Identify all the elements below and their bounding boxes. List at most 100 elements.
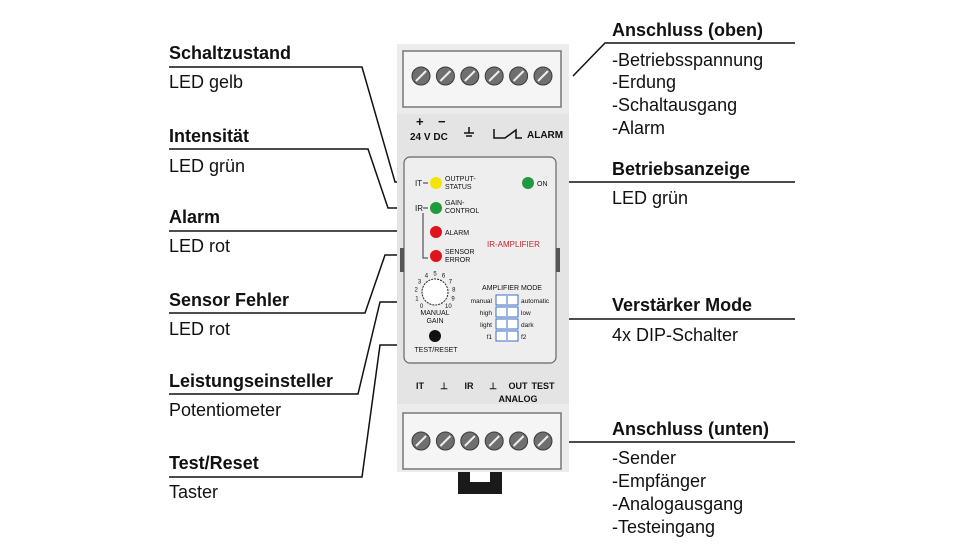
led-output-status-label-1: OUTPUT- — [445, 176, 476, 183]
label-betriebsanzeige-line-1: LED grün — [612, 188, 689, 208]
dip-right-label: f2 — [521, 334, 527, 341]
bottom-terminal-label: ⊥ — [489, 381, 497, 391]
label-sensor-fehler-title: Sensor Fehler — [169, 290, 290, 310]
screw-slot — [415, 435, 427, 447]
top-minus-label: − — [438, 114, 446, 129]
dip-right-label: low — [521, 310, 531, 317]
label-test-reset-desc: Taster — [169, 482, 219, 502]
led-gain-control-label-1: GAIN- — [445, 200, 465, 207]
dial-number: 0 — [420, 304, 424, 310]
led-output-status-label-2: STATUS — [445, 184, 472, 191]
bottom-terminal-label: ⊥ — [440, 381, 448, 391]
label-leistungseinsteller-title: Leistungseinsteller — [169, 371, 334, 391]
relay-contact-icon — [493, 128, 522, 139]
dial-number: 3 — [418, 279, 422, 285]
label-anschluss-oben-line-4: -Alarm — [612, 118, 665, 138]
ground-icon — [464, 127, 474, 137]
dip-left-label: light — [480, 322, 492, 329]
dip-right-label: automatic — [521, 298, 550, 305]
led-sensor-error-label-1: SENSOR — [445, 249, 475, 256]
led-sensor-error — [430, 250, 442, 262]
dial-number: 2 — [415, 288, 419, 294]
led-gain-control-label-2: CONTROL — [445, 208, 479, 215]
label-anschluss-unten-line-1: -Sender — [612, 448, 677, 468]
amp-mode-title: AMPLIFIER MODE — [482, 285, 542, 292]
label-test-reset-title: Test/Reset — [169, 453, 259, 473]
test-reset-label: TEST/RESET — [414, 347, 458, 354]
bottom-terminal-screws — [411, 431, 553, 451]
label-schaltzustand-title: Schaltzustand — [169, 43, 292, 63]
dial-number: 1 — [415, 296, 419, 302]
label-anschluss-oben-title: Anschluss (oben) — [612, 20, 764, 40]
bottom-terminal-label: TEST — [531, 381, 555, 391]
label-sensor-fehler-desc: LED rot — [169, 319, 231, 339]
led-alarm — [430, 226, 442, 238]
screw-slot — [537, 435, 549, 447]
gain-potentiometer[interactable] — [421, 278, 449, 306]
dial-number: 4 — [425, 274, 429, 280]
screw-slot — [415, 70, 427, 82]
label-anschluss-unten-line-4: -Testeingang — [612, 517, 716, 537]
led-alarm-label: ALARM — [445, 230, 469, 237]
label-alarm-title: Alarm — [169, 207, 221, 227]
dial-number: 6 — [442, 274, 446, 280]
led-bracket — [422, 182, 428, 259]
label-verstaerker-mode-title: Verstärker Mode — [612, 295, 753, 315]
top-terminal-screws — [411, 66, 553, 86]
panel-ir-label: IR — [415, 204, 423, 213]
dip-left-label: high — [480, 310, 493, 317]
label-intensitaet-title: Intensität — [169, 126, 250, 146]
screw-slot — [488, 435, 500, 447]
led-on-label: ON — [537, 181, 548, 188]
dial-number: 5 — [433, 272, 437, 278]
label-intensitaet-desc: LED grün — [169, 156, 246, 176]
bottom-terminal-label: OUT — [509, 381, 529, 391]
bottom-analog-label: ANALOG — [499, 394, 538, 404]
bottom-terminal-label: IR — [465, 381, 475, 391]
dip-right-label: dark — [521, 322, 534, 329]
top-voltage-label: 24 V DC — [410, 132, 448, 143]
bottom-terminal-label: IT — [416, 381, 425, 391]
led-gain-control — [430, 202, 442, 214]
dial-number: 8 — [452, 288, 456, 294]
screw-slot — [512, 435, 525, 447]
dial-number: 7 — [449, 279, 453, 285]
screw-slot — [537, 70, 549, 82]
screw-slot — [439, 435, 452, 447]
label-verstaerker-mode-line-1: 4x DIP-Schalter — [612, 325, 739, 345]
dip-left-label: f1 — [487, 334, 493, 341]
label-anschluss-unten-line-2: -Empfänger — [612, 471, 707, 491]
screw-slot — [464, 435, 476, 447]
label-leistungseinsteller-desc: Potentiometer — [169, 400, 282, 420]
label-anschluss-unten-line-3: -Analogausgang — [612, 494, 744, 514]
manual-gain-label-1: MANUAL — [420, 310, 449, 317]
label-anschluss-oben-line-1: -Betriebsspannung — [612, 50, 764, 70]
label-betriebsanzeige-title: Betriebsanzeige — [612, 159, 751, 179]
dial-number: 9 — [451, 296, 455, 302]
label-schaltzustand-desc: LED gelb — [169, 72, 244, 92]
label-anschluss-oben-line-3: -Schaltausgang — [612, 95, 738, 115]
screw-slot — [488, 70, 500, 82]
test-reset-button[interactable] — [429, 330, 441, 342]
leader-lines-right — [560, 42, 795, 443]
label-anschluss-oben-line-2: -Erdung — [612, 72, 677, 92]
label-anschluss-unten-title: Anschluss (unten) — [612, 419, 770, 439]
screw-slot — [512, 70, 525, 82]
label-alarm-desc: LED rot — [169, 236, 231, 256]
led-on — [522, 177, 534, 189]
led-sensor-error-label-2: ERROR — [445, 257, 470, 264]
leader-lines-left — [169, 66, 405, 478]
manual-gain-label-2: GAIN — [426, 318, 443, 325]
amplifier-name: IR-AMPLIFIER — [487, 240, 540, 249]
screw-slot — [464, 70, 476, 82]
top-plus-label: + — [416, 114, 424, 129]
front-panel — [403, 156, 557, 364]
led-output-status — [430, 177, 442, 189]
screw-slot — [439, 70, 452, 82]
top-alarm-label: ALARM — [527, 130, 563, 141]
dial-number: 10 — [445, 304, 452, 310]
